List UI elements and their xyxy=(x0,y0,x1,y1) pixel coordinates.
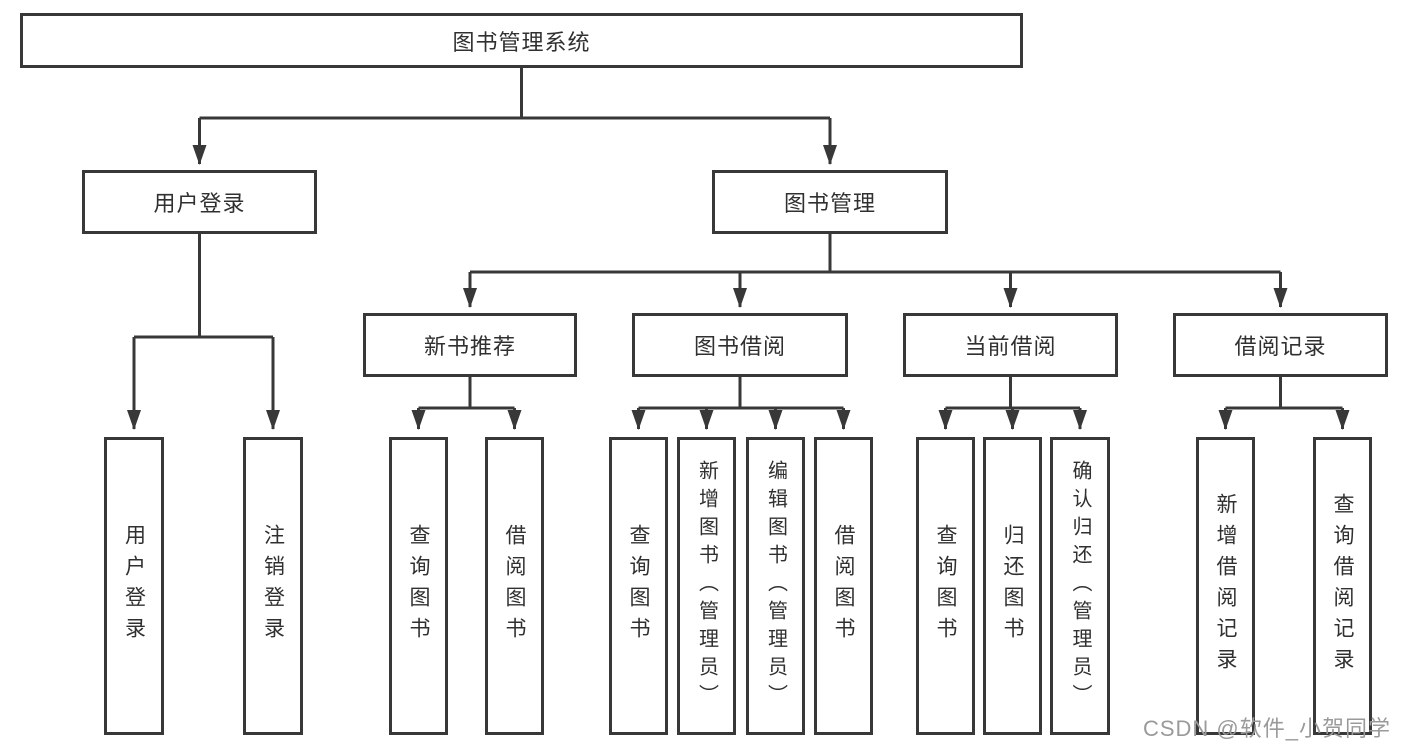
leaf-add-borrow-record: 新增借阅记录 xyxy=(1196,437,1255,735)
node-label: 确认归还（管理员） xyxy=(1069,460,1091,712)
node-new-book-recommend: 新书推荐 xyxy=(363,313,577,377)
node-label: 借阅图书 xyxy=(832,524,855,648)
leaf-logout: 注销登录 xyxy=(243,437,303,735)
node-label: 当前借阅 xyxy=(964,334,1057,359)
node-borrowing-records: 借阅记录 xyxy=(1173,313,1388,377)
node-label: 借阅图书 xyxy=(503,524,526,648)
node-label: 查询借阅记录 xyxy=(1331,493,1354,679)
connector-newbook-trunk xyxy=(418,377,515,410)
node-label: 新增图书（管理员） xyxy=(695,460,718,712)
connector-bookmgmt-trunk xyxy=(470,234,1281,274)
node-label: 注销登录 xyxy=(261,524,285,648)
node-user-login-module: 用户登录 xyxy=(82,170,317,234)
node-label: 新增借阅记录 xyxy=(1214,493,1237,679)
connector-records-trunk xyxy=(1225,377,1343,410)
connector-root-trunk xyxy=(199,68,830,120)
leaf-confirm-return-admin: 确认归还（管理员） xyxy=(1050,437,1110,735)
node-label: 图书借阅 xyxy=(693,334,786,359)
node-label: 借阅记录 xyxy=(1234,334,1327,359)
leaf-query-books-newbook: 查询图书 xyxy=(389,437,448,735)
node-label: 归还图书 xyxy=(1001,524,1024,648)
node-label: 新书推荐 xyxy=(423,334,516,359)
node-book-management-module: 图书管理 xyxy=(712,170,948,234)
leaf-query-books-current: 查询图书 xyxy=(916,437,975,735)
leaf-return-books: 归还图书 xyxy=(983,437,1042,735)
leaf-query-borrow-record: 查询借阅记录 xyxy=(1313,437,1372,735)
node-label: 用户登录 xyxy=(153,191,246,216)
leaf-add-books-admin: 新增图书（管理员） xyxy=(677,437,736,735)
node-book-borrowing: 图书借阅 xyxy=(632,313,848,377)
connector-borrow-trunk xyxy=(638,377,844,410)
node-label: 图书管理系统 xyxy=(452,29,591,55)
leaf-edit-books-admin: 编辑图书（管理员） xyxy=(746,437,805,735)
leaf-query-books-borrowing: 查询图书 xyxy=(609,437,668,735)
node-label: 编辑图书（管理员） xyxy=(764,460,787,712)
node-system-root: 图书管理系统 xyxy=(20,13,1023,68)
node-label: 查询图书 xyxy=(627,524,650,648)
leaf-borrow-books-newbook: 借阅图书 xyxy=(485,437,544,735)
node-label: 查询图书 xyxy=(407,524,430,648)
leaf-user-login: 用户登录 xyxy=(104,437,164,735)
connector-current-trunk xyxy=(945,377,1080,410)
leaf-borrow-books-borrowing: 借阅图书 xyxy=(814,437,873,735)
node-current-borrowing: 当前借阅 xyxy=(903,313,1118,377)
node-label: 用户登录 xyxy=(122,524,146,648)
node-label: 查询图书 xyxy=(934,524,957,648)
connector-userlogin-trunk xyxy=(134,234,273,339)
node-label: 图书管理 xyxy=(783,191,876,216)
